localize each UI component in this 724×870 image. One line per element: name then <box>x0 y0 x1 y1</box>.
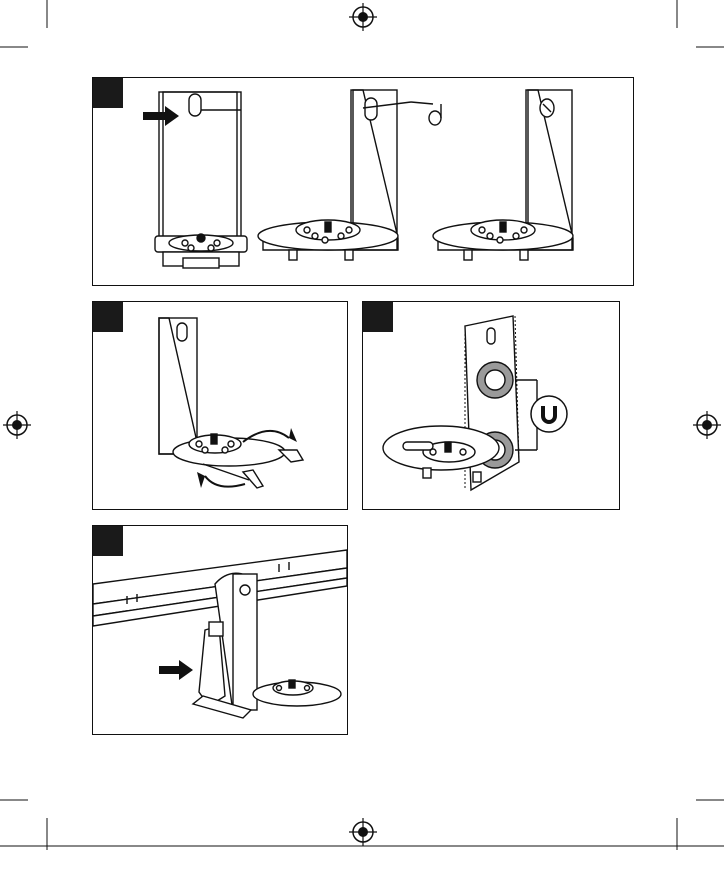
figure-d-panel <box>92 525 348 735</box>
figure-b-illustration <box>93 302 347 509</box>
figure-a-illustration <box>93 78 633 285</box>
registration-mark-icon <box>692 410 722 440</box>
arrow-right-icon <box>159 660 193 680</box>
figure-d-illustration <box>93 526 347 734</box>
figure-b-panel <box>92 301 348 510</box>
figure-a-panel <box>92 77 634 286</box>
figure-c-illustration <box>363 302 619 509</box>
figure-c-panel <box>362 301 620 510</box>
registration-mark-icon <box>2 410 32 440</box>
registration-mark-icon <box>348 817 378 847</box>
registration-mark-icon <box>348 2 378 32</box>
magnet-icon <box>531 396 567 432</box>
